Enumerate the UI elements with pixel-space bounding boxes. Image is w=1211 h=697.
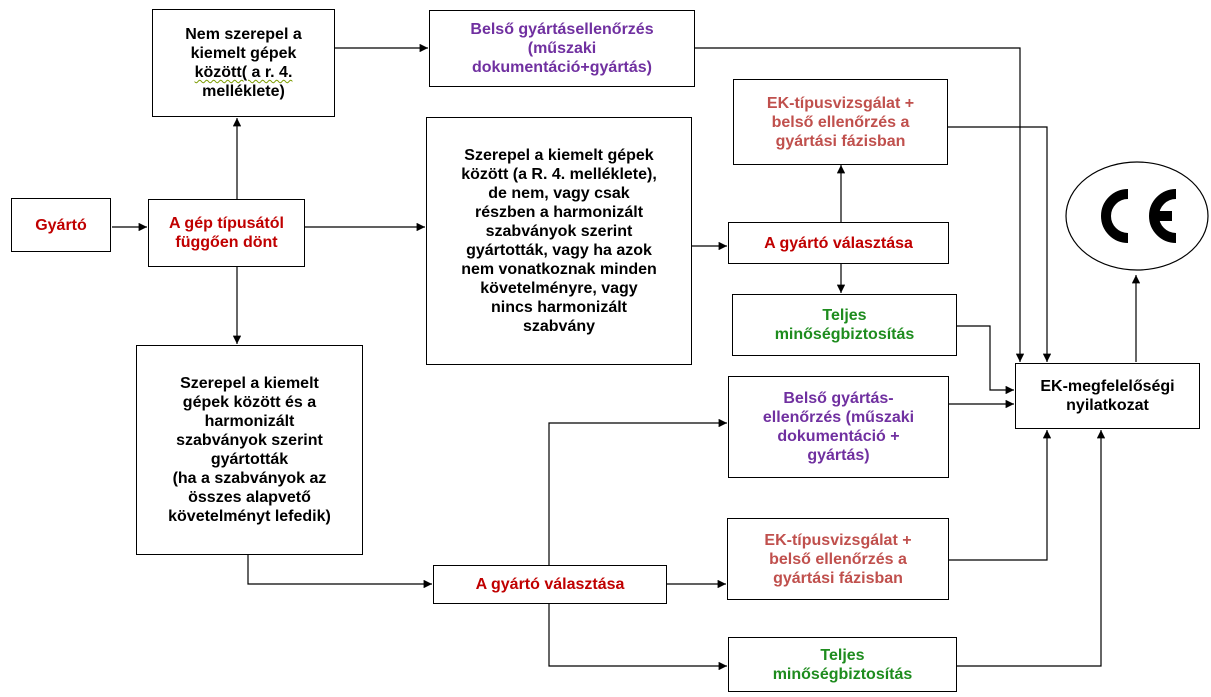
full-qa-top-box: Teljes minőségbiztosítás	[732, 294, 957, 356]
arrow-ec-type-top-to-declaration	[948, 126, 1052, 362]
arrow-full-qa-top-to-declaration	[957, 325, 1014, 395]
arrow-choice-bottom-to-internal-check	[548, 418, 727, 565]
listed-harmonized-label: Szerepel a kiemelt gépek között és a har…	[168, 375, 331, 525]
manufacturer-box: Gyártó	[11, 198, 111, 252]
ec-type-exam-bottom-box: EK-típusvizsgálat + belső ellenőrzés a g…	[727, 518, 949, 600]
not-listed-box: Nem szerepel a kiemelt gépek között( a r…	[152, 9, 335, 117]
ec-type-exam-bottom-label: EK-típusvizsgálat + belső ellenőrzés a g…	[764, 531, 912, 587]
ce-letter-e	[1149, 189, 1177, 243]
ce-letter-c	[1101, 189, 1129, 243]
arrow-full-qa-bottom-to-declaration	[957, 430, 1106, 667]
decision-label: A gép típusától függően dönt	[169, 215, 284, 251]
arrow-internal-check-top-to-declaration	[695, 47, 1025, 362]
choice-top-label: A gyártó választása	[764, 234, 913, 252]
arrow-ec-type-bottom-to-declaration	[949, 430, 1052, 561]
ec-declaration-label: EK-megfelelőségi nyilatkozat	[1040, 378, 1175, 414]
listed-not-harmonized-box: Szerepel a kiemelt gépek között (a R. 4.…	[426, 117, 692, 365]
not-listed-label: Nem szerepel a kiemelt gépek között( a r…	[185, 26, 302, 100]
choice-bottom-label: A gyártó választása	[475, 576, 625, 593]
choice-bottom-box: A gyártó választása	[433, 565, 667, 604]
choice-top-box: A gyártó választása	[728, 222, 949, 264]
manufacturer-label: Gyártó	[35, 216, 87, 234]
full-qa-bottom-box: Teljes minőségbiztosítás	[728, 637, 957, 692]
internal-check-bottom-box: Belső gyártás- ellenőrzés (műszaki dokum…	[728, 376, 949, 478]
full-qa-top-label: Teljes minőségbiztosítás	[774, 307, 915, 343]
arrow-choice-bottom-to-full-qa	[548, 604, 727, 671]
ec-type-exam-top-label: EK-típusvizsgálat + belső ellenőrzés a g…	[766, 94, 915, 150]
arrow-listed-harmonized-to-choice-bottom	[247, 555, 432, 589]
internal-check-top-label: Belső gyártásellenőrzés (műszaki dokumen…	[470, 21, 654, 76]
internal-check-bottom-label: Belső gyártás- ellenőrzés (műszaki dokum…	[762, 390, 915, 464]
internal-check-top-box: Belső gyártásellenőrzés (műszaki dokumen…	[429, 10, 695, 87]
ec-declaration-box: EK-megfelelőségi nyilatkozat	[1015, 363, 1200, 429]
ec-type-exam-top-box: EK-típusvizsgálat + belső ellenőrzés a g…	[733, 79, 948, 165]
full-qa-bottom-label: Teljes minőségbiztosítás	[772, 646, 913, 683]
listed-harmonized-box: Szerepel a kiemelt gépek között és a har…	[136, 345, 363, 555]
ce-mark-logo	[1065, 161, 1209, 271]
decision-box: A gép típusától függően dönt	[148, 199, 305, 267]
listed-not-harmonized-label: Szerepel a kiemelt gépek között (a R. 4.…	[461, 147, 657, 335]
